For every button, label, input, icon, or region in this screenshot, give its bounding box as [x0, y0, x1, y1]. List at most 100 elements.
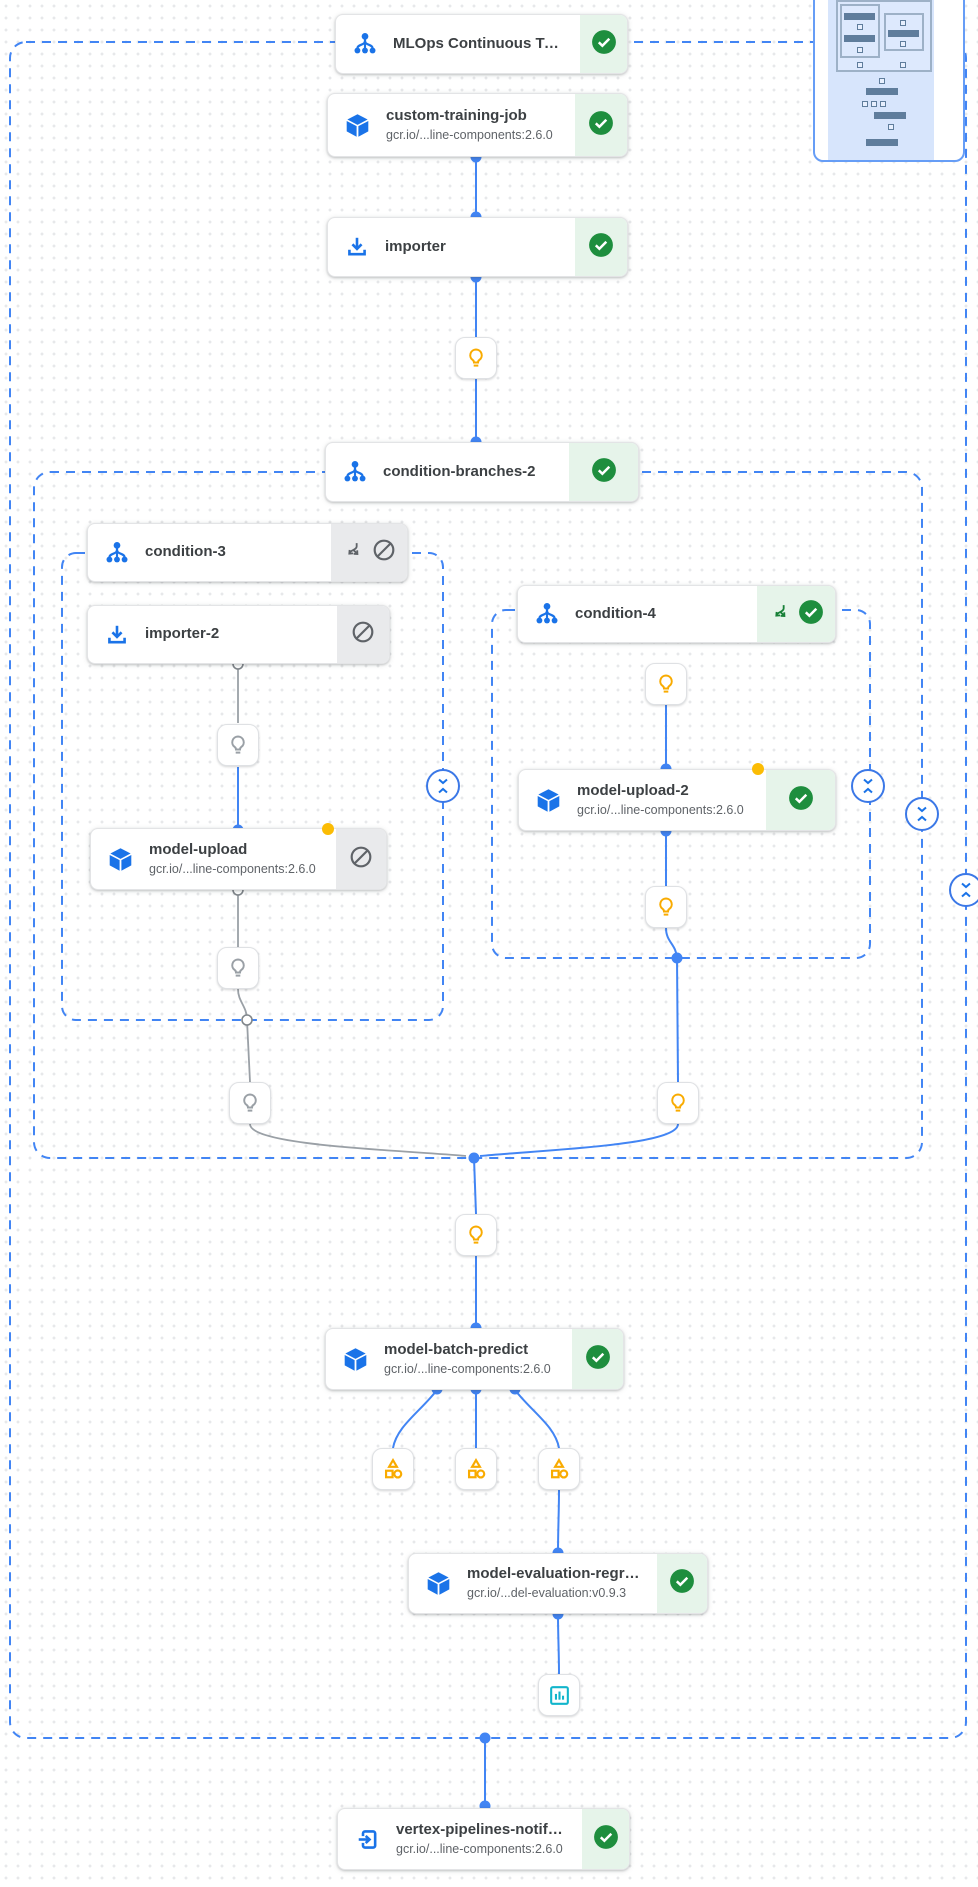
artifact-lightbulb[interactable] [645, 886, 687, 928]
node-text: vertex-pipelines-notificat… gcr.io/...li… [396, 1821, 566, 1857]
artifact-lightbulb[interactable] [217, 947, 259, 989]
node-text: model-upload-2 gcr.io/...line-components… [577, 782, 744, 818]
artifact-lightbulb[interactable] [657, 1082, 699, 1124]
minimap-artifact [900, 20, 906, 26]
node-title: model-upload [149, 840, 248, 858]
node-mlops-root[interactable]: MLOps Continuous Traini… [335, 14, 628, 74]
node-body: vertex-pipelines-notificat… gcr.io/...li… [338, 1809, 582, 1869]
node-model-upload[interactable]: model-upload gcr.io/...line-components:2… [90, 828, 387, 890]
blocked-icon [350, 619, 376, 650]
minimap-artifact [900, 62, 906, 68]
dag-icon [534, 601, 560, 627]
node-text: model-batch-predict gcr.io/...line-compo… [384, 1341, 551, 1377]
node-body: condition-4 [518, 586, 757, 642]
minimap-node [888, 30, 919, 37]
node-text: condition-3 [145, 543, 226, 562]
node-importer-2[interactable]: importer-2 [87, 605, 390, 664]
node-custom-training-job[interactable]: custom-training-job gcr.io/...line-compo… [327, 93, 628, 157]
exit-icon [354, 1826, 381, 1853]
collapse-chevrons-icon [438, 778, 448, 794]
artifact-lightbulb[interactable] [229, 1082, 271, 1124]
node-status [569, 443, 638, 501]
minimap-artifact [857, 62, 863, 68]
artifact-system[interactable] [455, 1448, 497, 1490]
node-text: MLOps Continuous Traini… [393, 35, 564, 54]
collapse-group-button[interactable] [905, 797, 939, 831]
collapse-group-button[interactable] [851, 769, 885, 803]
node-condition-4[interactable]: condition-4 [517, 585, 836, 643]
node-status [580, 15, 627, 73]
node-title: model-evaluation-regres… [467, 1565, 641, 1583]
node-subtitle: gcr.io/...line-components:2.6.0 [577, 802, 744, 817]
minimap[interactable] [813, 0, 965, 162]
dag-icon [104, 540, 130, 566]
artifact-metrics[interactable] [538, 1674, 580, 1716]
collapse-group-button[interactable] [949, 873, 978, 907]
node-title: condition-4 [575, 604, 656, 622]
minimap-node [866, 139, 898, 146]
node-title: model-batch-predict [384, 1340, 529, 1358]
minimap-artifact [857, 24, 863, 30]
node-body: MLOps Continuous Traini… [336, 15, 580, 73]
node-subtitle: gcr.io/...line-components:2.6.0 [386, 127, 553, 142]
node-status [575, 218, 627, 276]
node-body: condition-3 [88, 524, 331, 581]
minimap-node [844, 35, 875, 42]
node-subtitle: gcr.io/...del-evaluation:v0.9.3 [467, 1586, 627, 1601]
check-circle-icon [798, 599, 824, 630]
minimap-node [844, 13, 875, 20]
node-text: importer [385, 238, 446, 257]
check-circle-icon [591, 457, 617, 488]
download-icon [104, 622, 130, 648]
dag-icon [352, 31, 378, 57]
collapse-chevrons-icon [961, 882, 971, 898]
cube-icon [535, 787, 562, 814]
node-status [582, 1809, 629, 1869]
node-subtitle: gcr.io/...line-components:2.6.0 [384, 1361, 551, 1376]
node-title: condition-branches-2 [383, 462, 536, 480]
minimap-artifact [888, 124, 894, 130]
node-condition-3[interactable]: condition-3 [87, 523, 408, 582]
node-text: condition-branches-2 [383, 463, 536, 482]
minimap-artifact [879, 78, 885, 84]
node-status [336, 829, 386, 889]
node-condition-branches-2[interactable]: condition-branches-2 [325, 442, 639, 502]
dag-icon [342, 459, 368, 485]
collapse-group-button[interactable] [426, 769, 460, 803]
artifact-marker-dot [322, 823, 334, 835]
node-vertex-pipelines-notification[interactable]: vertex-pipelines-notificat… gcr.io/...li… [337, 1808, 630, 1870]
node-text: model-upload gcr.io/...line-components:2… [149, 841, 316, 877]
artifact-lightbulb[interactable] [455, 337, 497, 379]
check-circle-icon [588, 232, 614, 263]
node-model-evaluation-regression[interactable]: model-evaluation-regres… gcr.io/...del-e… [408, 1553, 708, 1614]
blocked-icon [371, 537, 397, 568]
node-title: custom-training-job [386, 106, 527, 124]
node-body: importer-2 [88, 606, 337, 663]
node-status [657, 1554, 707, 1613]
node-body: model-batch-predict gcr.io/...line-compo… [326, 1329, 572, 1389]
download-icon [344, 234, 370, 260]
check-circle-icon [585, 1344, 611, 1375]
node-title: vertex-pipelines-notificat… [396, 1820, 566, 1838]
node-subtitle: gcr.io/...line-components:2.6.0 [149, 861, 316, 876]
branch-icon [342, 539, 364, 566]
node-status [757, 586, 835, 642]
check-circle-icon [788, 785, 814, 816]
artifact-lightbulb[interactable] [645, 663, 687, 705]
artifact-lightbulb[interactable] [217, 724, 259, 766]
blocked-icon [348, 844, 374, 875]
artifact-system[interactable] [538, 1448, 580, 1490]
minimap-node [866, 88, 898, 95]
artifact-lightbulb[interactable] [455, 1214, 497, 1256]
artifact-system[interactable] [372, 1448, 414, 1490]
node-model-batch-predict[interactable]: model-batch-predict gcr.io/...line-compo… [325, 1328, 624, 1390]
lightbulb-icon [659, 897, 673, 916]
check-circle-icon [588, 110, 614, 141]
check-circle-icon [669, 1568, 695, 1599]
node-status [337, 606, 389, 663]
node-importer[interactable]: importer [327, 217, 628, 277]
metrics-icon [549, 1685, 569, 1705]
node-model-upload-2[interactable]: model-upload-2 gcr.io/...line-components… [518, 769, 836, 831]
node-status [766, 770, 835, 830]
